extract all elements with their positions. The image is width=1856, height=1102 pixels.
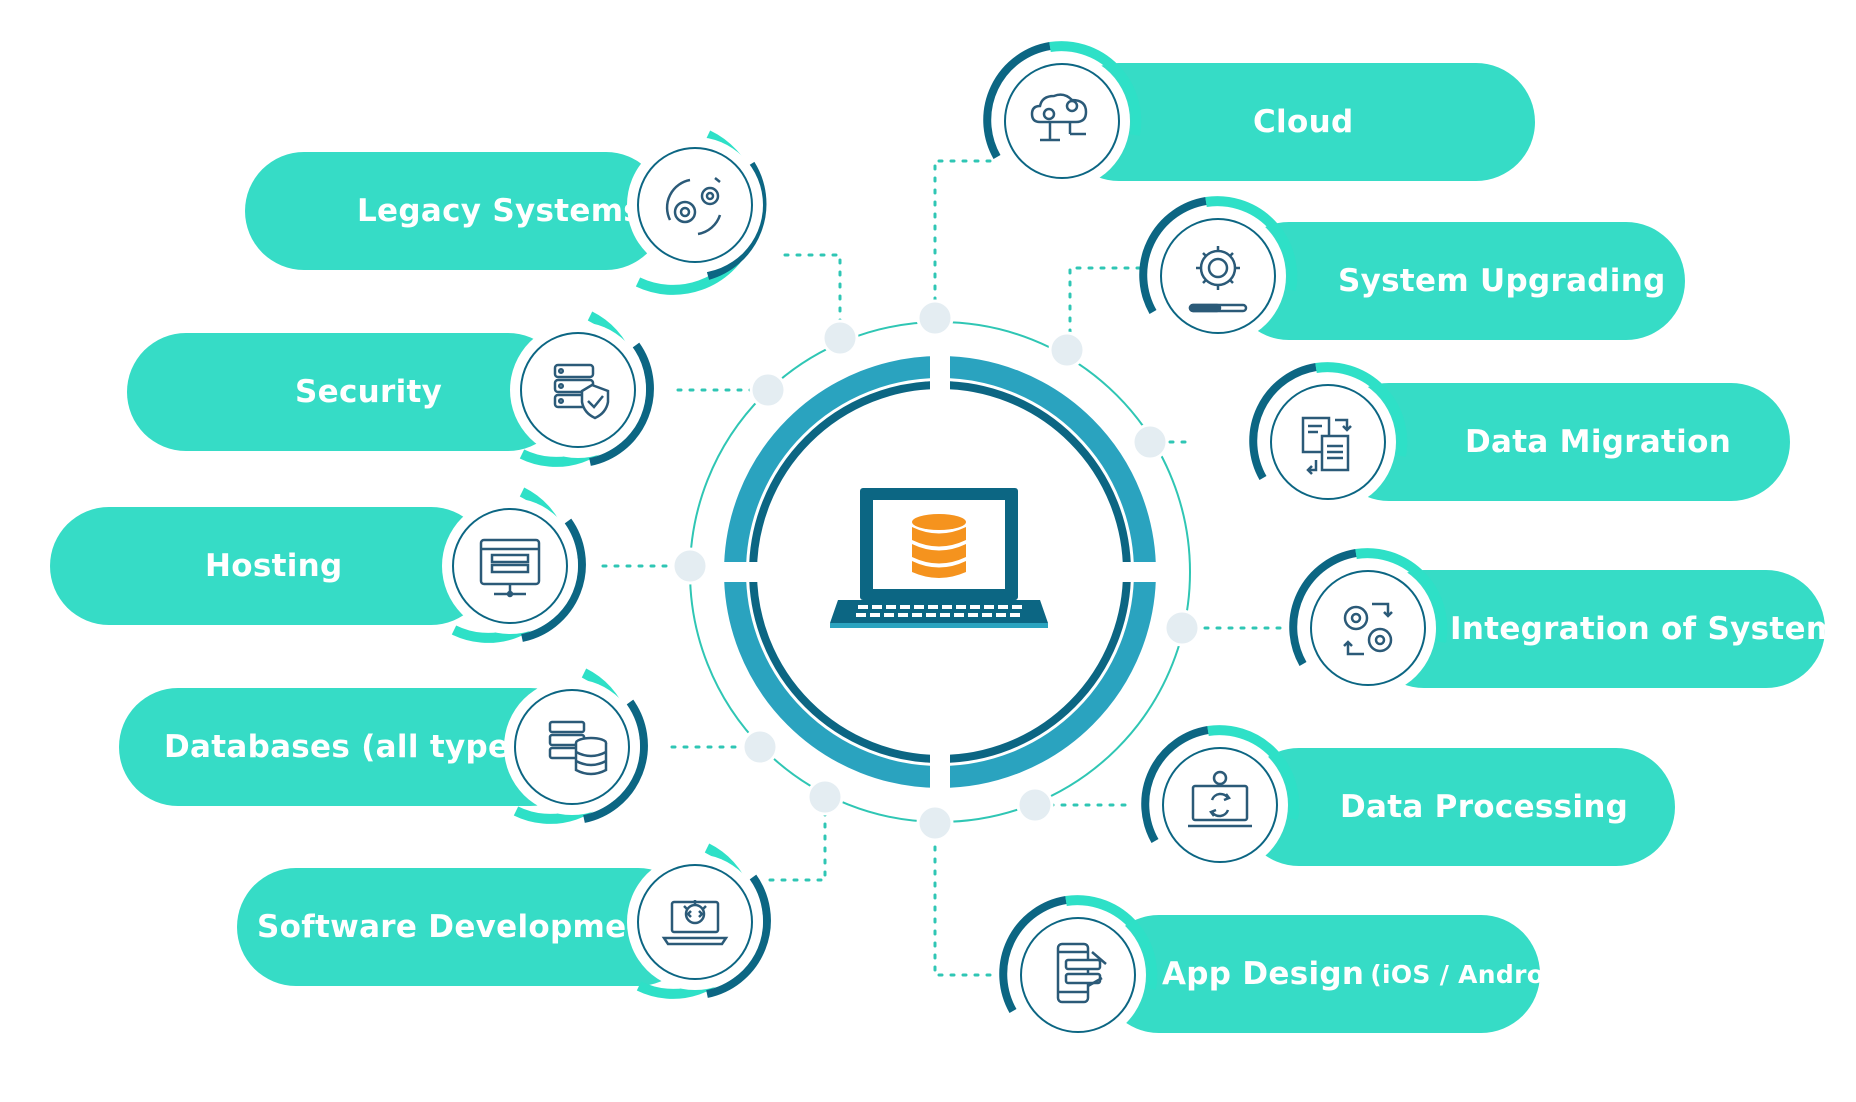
mobile-design-icon (1056, 942, 1107, 1004)
pill-data-processing: Data Processing (1240, 748, 1675, 866)
pill-security: Security (127, 333, 567, 451)
gears-arrows-icon (1343, 602, 1393, 656)
badge-integration-of-systems (1289, 548, 1448, 696)
badge-data-processing (1141, 725, 1300, 873)
label-cloud: Cloud (1253, 104, 1354, 140)
label-integration-of-systems: Integration of Systems (1450, 611, 1856, 647)
pill-legacy-systems: Legacy Systems (245, 152, 665, 270)
label-data-processing: Data Processing (1340, 789, 1629, 825)
hosting-server-icon (479, 538, 541, 598)
pill-app-design: App Design(iOS / Android) (1100, 915, 1583, 1033)
hub-gap-top (930, 350, 950, 400)
badge-legacy-systems (627, 130, 767, 295)
badge-databases (504, 668, 648, 824)
dot-data-processing (1016, 786, 1054, 824)
connector-legacy (783, 253, 842, 340)
database-servers-icon (548, 720, 608, 776)
laptop-code-icon (661, 900, 729, 946)
label-hosting: Hosting (205, 548, 343, 584)
connector-software (768, 795, 827, 882)
dot-app-design (916, 804, 954, 842)
cloud-gears-icon (1030, 93, 1088, 142)
pill-software-development: Software Development (237, 868, 697, 986)
connector-system-upgrading (1068, 266, 1142, 352)
connector-app-design (933, 821, 992, 977)
badge-system-upgrading (1139, 196, 1298, 344)
badges (442, 41, 1448, 1043)
dot-system-upgrading (1048, 331, 1086, 369)
label-app-design-suffix: (iOS / Android) (1370, 959, 1583, 989)
gear-upgrade-icon (1188, 246, 1248, 313)
dot-cloud (916, 299, 954, 337)
server-shield-icon (553, 363, 610, 420)
badge-cloud (983, 41, 1142, 189)
dot-legacy (821, 319, 859, 357)
badge-security (510, 311, 654, 467)
dot-integration (1163, 609, 1201, 647)
label-app-design: App Design (1162, 956, 1365, 992)
pill-hosting: Hosting (50, 507, 490, 625)
monitor-processing-icon (1188, 770, 1252, 828)
label-data-migration: Data Migration (1465, 424, 1732, 460)
dot-security (749, 371, 787, 409)
documents-transfer-icon (1301, 416, 1352, 475)
junction-dots (671, 299, 1201, 842)
dot-databases (741, 728, 779, 766)
badge-hosting (442, 487, 586, 643)
label-legacy-systems: Legacy Systems (357, 193, 643, 229)
badge-software-development (627, 843, 771, 999)
label-databases: Databases (all types) (164, 729, 543, 765)
legacy-gears-icon (665, 177, 722, 236)
hub-gap-left (717, 562, 767, 582)
badge-data-migration (1249, 362, 1408, 510)
label-software-development: Software Development (257, 909, 664, 945)
label-system-upgrading: System Upgrading (1338, 263, 1666, 299)
label-security: Security (295, 374, 443, 410)
hub-gap-right (1113, 562, 1163, 582)
hub-gap-bottom (930, 745, 950, 795)
connector-cloud (933, 159, 992, 312)
dot-software (806, 778, 844, 816)
dot-hosting (671, 547, 709, 585)
pill-data-migration: Data Migration (1330, 383, 1790, 501)
badge-app-design (999, 895, 1158, 1043)
dot-data-migration (1131, 423, 1169, 461)
laptop-database-icon (830, 488, 1048, 628)
pill-system-upgrading: System Upgrading (1230, 222, 1685, 340)
